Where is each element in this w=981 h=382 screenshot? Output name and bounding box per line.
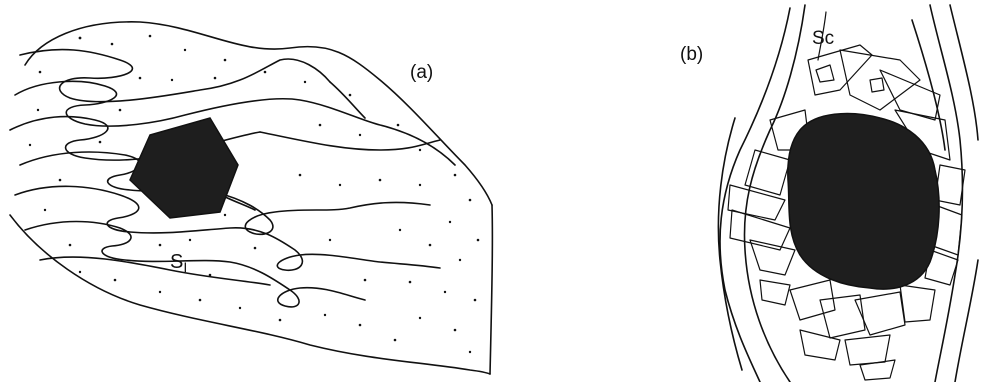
foliation-label-sc: Sc	[812, 28, 834, 49]
panel-a-right-boundary	[490, 205, 492, 374]
panel-a-outer-boundary-bottom	[10, 215, 490, 374]
panel-a-outer-boundary-top	[25, 22, 492, 205]
foliation-label-si: SI	[170, 251, 187, 275]
panel-b-label: (b)	[680, 44, 703, 65]
panel-a-label: (a)	[410, 62, 433, 83]
porphyroblast-crystal-b	[788, 114, 939, 290]
panel-b: (b)	[680, 5, 978, 382]
porphyroblast-crystal-a	[130, 118, 238, 218]
panel-a: (a) SI	[10, 22, 492, 374]
foliation-label-si-main: S	[170, 251, 183, 273]
foliation-label-si-subscript: I	[183, 259, 187, 275]
